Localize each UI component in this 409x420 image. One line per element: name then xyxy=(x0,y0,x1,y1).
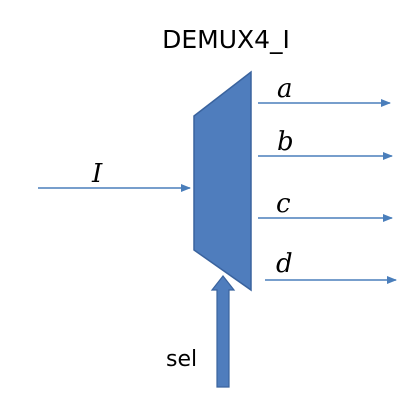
output-label-a: a xyxy=(277,74,293,104)
output-label-c: c xyxy=(276,189,291,219)
output-label-d: d xyxy=(276,249,293,279)
diagram-title: DEMUX4_I xyxy=(162,25,290,54)
output-label-b: b xyxy=(277,127,294,157)
select-arrow xyxy=(210,275,236,388)
input-label: I xyxy=(91,159,103,189)
select-label: sel xyxy=(166,347,197,372)
demux-block xyxy=(193,70,252,292)
